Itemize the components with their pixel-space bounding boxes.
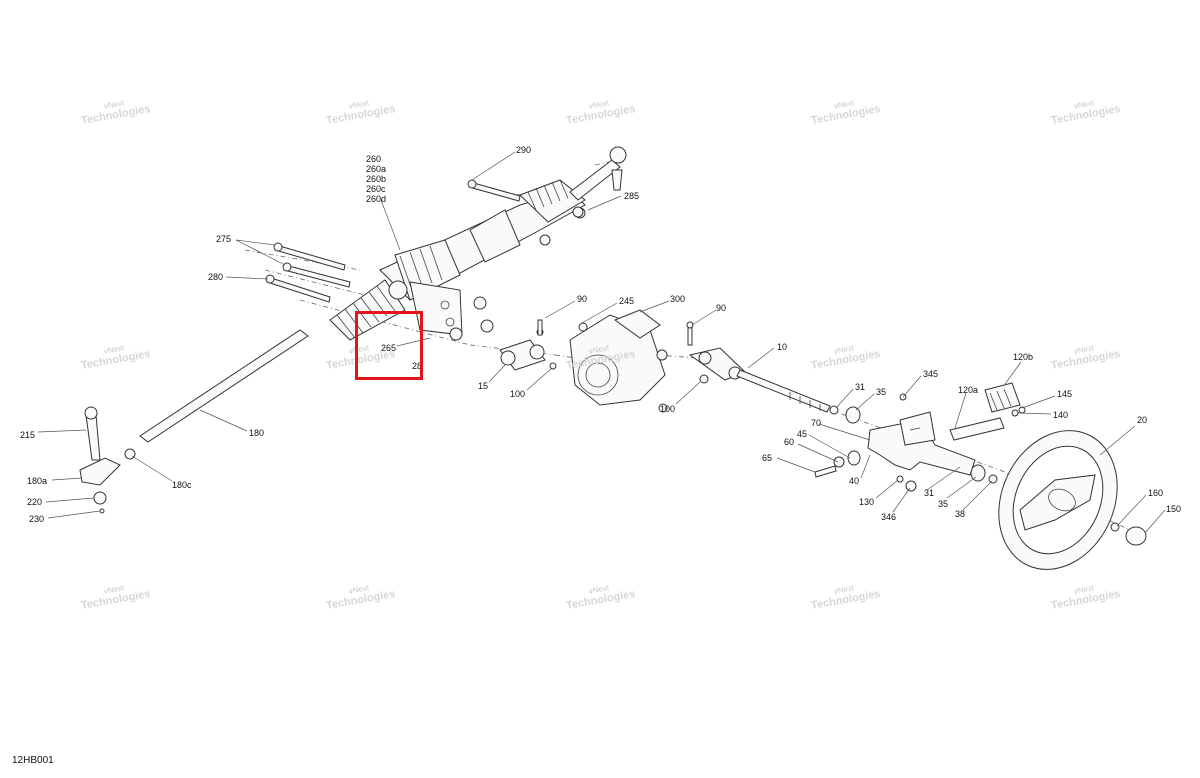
callout-260d[interactable]: 260d (366, 194, 387, 204)
highlight-box (355, 311, 423, 380)
callout-346[interactable]: 346 (881, 512, 897, 522)
callout-10[interactable]: 10 (777, 342, 788, 352)
steering-rack (379, 179, 586, 301)
power-steering-unit (569, 309, 668, 413)
callout-31-upper[interactable]: 31 (855, 382, 866, 392)
callout-60[interactable]: 60 (784, 437, 795, 447)
callout-28x[interactable]: 28 (412, 361, 423, 371)
callout-230[interactable]: 230 (29, 514, 45, 524)
steering-column-housing (867, 411, 976, 476)
callout-275[interactable]: 275 (216, 234, 232, 244)
callout-100-right[interactable]: 100 (660, 404, 676, 414)
callout-245[interactable]: 245 (619, 296, 635, 306)
callout-260c[interactable]: 260c (366, 184, 386, 194)
callout-260b[interactable]: 260b (366, 174, 387, 184)
rack-boot-left (329, 279, 463, 341)
leader-lines (37, 151, 1166, 534)
callout-35-lower[interactable]: 35 (938, 499, 949, 509)
callout-215[interactable]: 215 (20, 430, 36, 440)
tie-rod-end-left (79, 406, 136, 514)
callout-180c[interactable]: 180c (172, 480, 192, 490)
callout-35-upper[interactable]: 35 (876, 387, 887, 397)
callout-90-left[interactable]: 90 (577, 294, 588, 304)
callout-260a[interactable]: 260a (366, 164, 387, 174)
figure-id: 12HB001 (12, 755, 54, 766)
callout-70[interactable]: 70 (811, 418, 822, 428)
callout-280[interactable]: 280 (208, 272, 224, 282)
callout-180[interactable]: 180 (249, 428, 265, 438)
callout-145[interactable]: 145 (1057, 389, 1073, 399)
callout-40[interactable]: 40 (849, 476, 860, 486)
callout-45[interactable]: 45 (797, 429, 808, 439)
callout-150[interactable]: 150 (1166, 504, 1182, 514)
callout-20[interactable]: 20 (1137, 415, 1148, 425)
callout-65[interactable]: 65 (762, 453, 773, 463)
callout-140[interactable]: 140 (1053, 410, 1069, 420)
callout-265[interactable]: 265 (381, 343, 397, 353)
callout-90-right[interactable]: 90 (716, 303, 727, 313)
callout-300[interactable]: 300 (670, 294, 686, 304)
callout-260[interactable]: 260 (366, 154, 382, 164)
callout-100-left[interactable]: 100 (510, 389, 526, 399)
callout-160[interactable]: 160 (1148, 488, 1164, 498)
callout-290[interactable]: 290 (516, 145, 532, 155)
tie-rod-end-right (569, 146, 627, 201)
callout-120a[interactable]: 120a (958, 385, 979, 395)
callout-285[interactable]: 285 (624, 191, 640, 201)
callout-15[interactable]: 15 (478, 381, 489, 391)
bolts-90 (686, 321, 709, 384)
steering-wheel (998, 430, 1147, 570)
callout-120b[interactable]: 120b (1013, 352, 1034, 362)
callout-220[interactable]: 220 (27, 497, 43, 507)
callout-180a[interactable]: 180a (27, 476, 48, 486)
universal-joint (499, 319, 557, 371)
callout-31-lower[interactable]: 31 (924, 488, 935, 498)
nuts (449, 206, 584, 341)
callout-38[interactable]: 38 (955, 509, 966, 519)
tie-rod-180 (139, 329, 309, 443)
steering-shaft (688, 347, 831, 413)
callout-345[interactable]: 345 (923, 369, 939, 379)
callout-130[interactable]: 130 (859, 497, 875, 507)
tilt-cylinder (949, 382, 1026, 441)
